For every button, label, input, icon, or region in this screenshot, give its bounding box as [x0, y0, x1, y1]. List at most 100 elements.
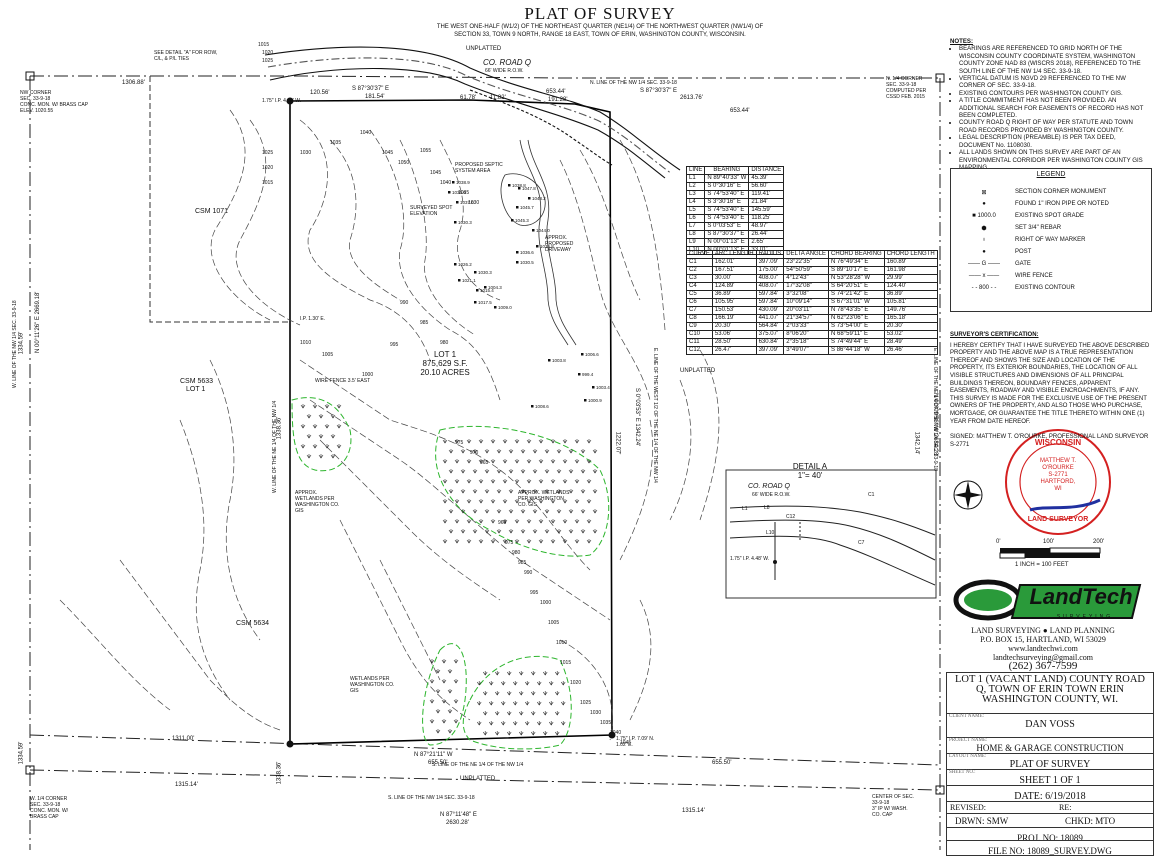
- label-line: CSSD FEB. 2015: [886, 94, 925, 100]
- wetland-symbol-icon: [482, 711, 488, 716]
- legend-item: ●FOUND 1" IRON PIPE OR NOTED: [959, 201, 1149, 209]
- wetland-symbol-icon: [520, 509, 526, 514]
- curve-cell: 10°09'14": [783, 298, 830, 307]
- note-item: ALL LANDS SHOWN ON THIS SURVEY ARE PART …: [959, 149, 1150, 171]
- wetland-symbol-icon: [508, 449, 514, 454]
- spot-grade-marker: [516, 206, 519, 209]
- center-section-label: CENTER OF SEC. 33-9-18 3" IP W/ WASH. CO…: [872, 794, 942, 818]
- lot-area: 875,629 S.F.: [422, 359, 468, 368]
- spot-grade-marker: [584, 399, 587, 402]
- spot-grade-markers: [448, 181, 595, 408]
- contour-label: 1040: [360, 130, 372, 136]
- curve-cell: 4°12'43": [783, 274, 830, 283]
- dim-west-line: 1334.59': [18, 331, 25, 355]
- subtitle-line: THE WEST ONE-HALF (W1/2) OF THE NORTHEAS…: [436, 24, 764, 30]
- wetland-symbol-icon: [544, 529, 550, 534]
- curve-cell: 17°32'08": [783, 282, 830, 291]
- curve-cell: 160.89': [883, 258, 938, 267]
- legend-item: ⬢SET 3/4" REBAR: [959, 225, 1149, 233]
- wetland-symbol-icon: [542, 691, 548, 696]
- wetland-symbol-icon: [538, 439, 544, 444]
- contour-label: 1035: [458, 190, 470, 196]
- detail-ip: 1.75" I.P. 4.48' W.: [730, 556, 770, 562]
- line-cell: L3: [685, 190, 706, 199]
- legend-label: SET 3/4" REBAR: [1015, 225, 1062, 231]
- wetland-symbol-icon: [512, 681, 518, 686]
- tb-location: LOT 1 (VACANT LAND) COUNTY ROAD Q, TOWN …: [954, 674, 1146, 705]
- wetland-symbol-icon: [538, 519, 544, 524]
- wetland-symbol-icon: [580, 449, 586, 454]
- wetland-symbol-icon: [568, 449, 574, 454]
- wetland-symbol-icon: [466, 499, 472, 504]
- wetland-symbol-icon: [476, 721, 482, 726]
- spot-grade-label: 1036.6: [520, 250, 534, 255]
- contour-label: 985: [420, 320, 429, 326]
- wetland-symbol-icon: [580, 509, 586, 514]
- wetland-symbol-icon: [466, 439, 472, 444]
- wetland-symbol-icon: [574, 459, 580, 464]
- curve-cell: 124.89': [711, 282, 757, 291]
- line-cell: 26.44': [748, 230, 785, 239]
- wetland-symbol-icon: [482, 691, 488, 696]
- spot-grade-marker: [548, 359, 551, 362]
- wetland-symbol-icon: [592, 469, 598, 474]
- legend-label: SECTION CORNER MONUMENT: [1015, 189, 1107, 195]
- spot-grade-marker: [508, 184, 511, 187]
- spot-grade-label: 1044.0: [536, 228, 550, 233]
- wetland-symbol-icon: [454, 519, 460, 524]
- tb-checked: CHKD: MTO: [1065, 816, 1116, 826]
- note-item: BEARINGS ARE REFERENCED TO GRID NORTH OF…: [959, 45, 1150, 75]
- line-cell: L7: [685, 222, 706, 231]
- tb-client-label: CLIENT NAME:: [949, 714, 985, 719]
- seal-center: MATTHEW T. O'ROURKE S-2771 HARTFORD, WI: [1028, 458, 1088, 493]
- w-quarter-corner-label: W. 1/4 CORNER SEC. 33-9-18 CONC. MON. W/…: [30, 796, 110, 820]
- contour-label: 1030: [300, 150, 312, 156]
- spot-elev-label: SURVEYED SPOT ELEVATION: [410, 205, 453, 217]
- tb-sheet-label: SHEET NO.:: [949, 770, 976, 775]
- csm-1071-boundary: [149, 76, 290, 323]
- legend-label: POST: [1015, 249, 1032, 255]
- wetland-symbol-icon: [580, 469, 586, 474]
- tb-client-row: CLIENT NAME: DAN VOSS: [947, 713, 1153, 730]
- wetland-symbol-icon: [562, 539, 568, 544]
- detail-l10: L10: [766, 530, 775, 536]
- n-quarter-corner-label: N. 1/4 CORNER SEC. 33-9-18 COMPUTED PER …: [886, 76, 946, 100]
- curve-cell: 408.07': [755, 274, 785, 283]
- wetland-symbol-icon: [550, 459, 556, 464]
- wetland-symbol-icon: [488, 681, 494, 686]
- wetland-symbol-icon: [448, 489, 454, 494]
- line-cell: S 74°53'40" E: [704, 190, 750, 199]
- curve-cell: 28.50': [711, 338, 757, 347]
- wetland-symbol-icon: [586, 519, 592, 524]
- dim-bottom-right: 655.50': [712, 760, 732, 766]
- contour-label: 1015: [262, 180, 274, 186]
- spot-grade-marker: [454, 221, 457, 224]
- dim-bottom-seg: 655.50': [428, 760, 448, 766]
- wetland-symbol-icon: [442, 459, 448, 464]
- label-line: SEC. 33-9-18: [886, 82, 917, 88]
- wetland-symbol-icon: [562, 439, 568, 444]
- contour-label: 1020: [262, 165, 274, 171]
- wetland-symbol-icon: [530, 671, 536, 676]
- wetland-symbol-icon: [466, 539, 472, 544]
- spot-grade-label: 1017.5: [478, 300, 492, 305]
- wetland-symbol-icon: [447, 709, 453, 714]
- wetland-symbol-icon: [554, 691, 560, 696]
- curve-cell: 28.49': [883, 338, 938, 347]
- contour-label: 1025: [262, 150, 274, 156]
- contour-label: 980: [512, 550, 521, 556]
- curve-cell: 53.02': [883, 330, 938, 339]
- legend-symbol-icon: ♁: [981, 237, 987, 243]
- tb-project-label: PROJECT NAME:: [949, 738, 988, 743]
- curve-header-cell: CURVE: [686, 250, 713, 259]
- wetland-symbol-icon: [496, 509, 502, 514]
- wetland-symbol-icon: [312, 444, 318, 449]
- contour-label: 995: [530, 590, 539, 596]
